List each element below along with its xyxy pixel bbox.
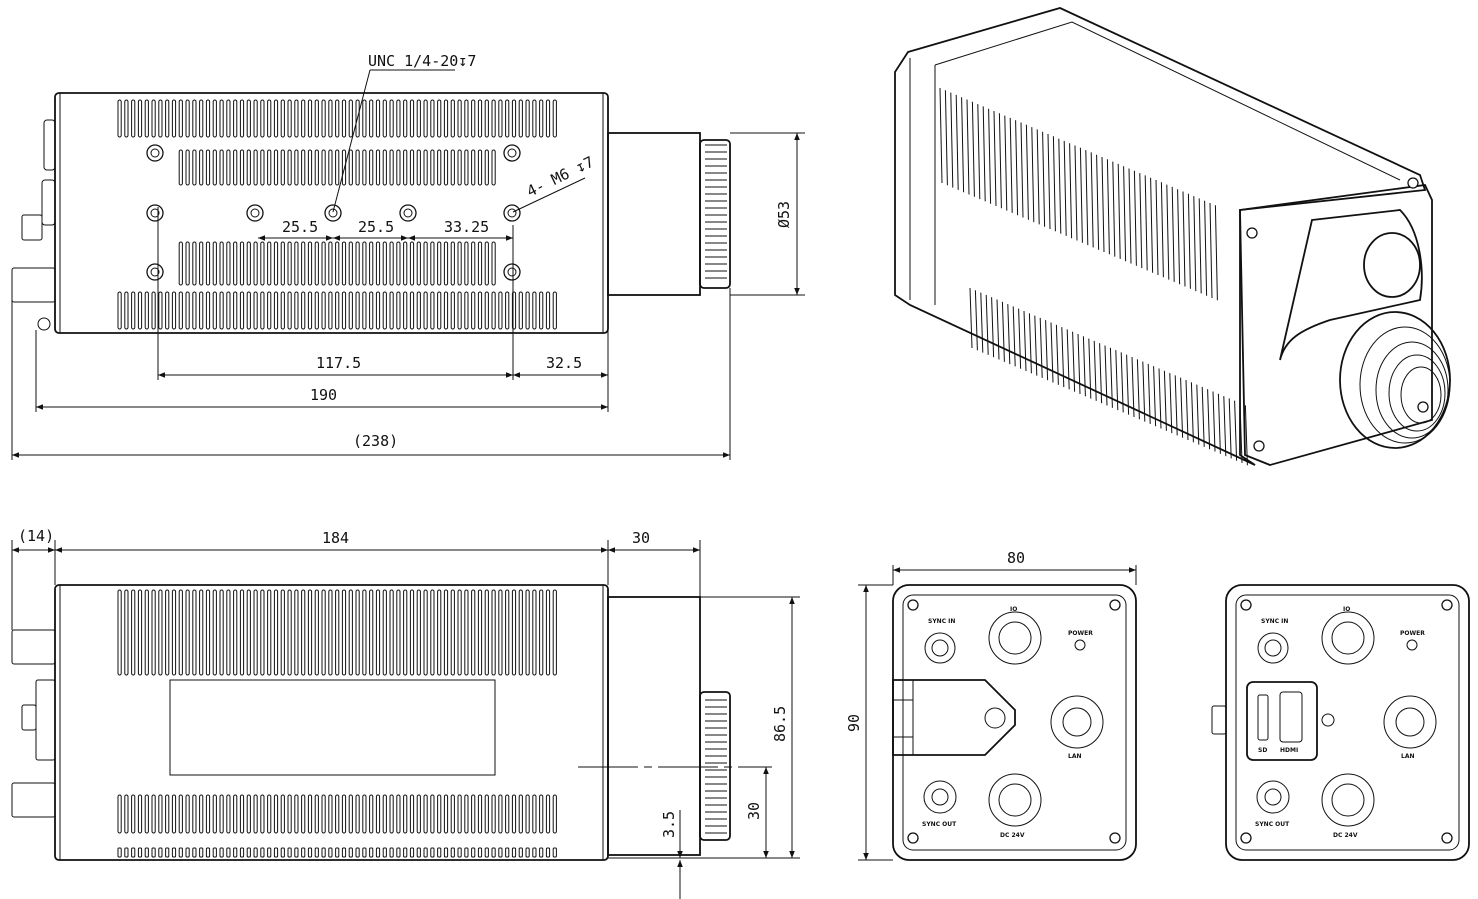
dim-117-5: 117.5 <box>316 354 361 372</box>
iso-screw-1 <box>1246 227 1258 239</box>
dim-90: 90 <box>845 714 863 732</box>
unc-thread-label: UNC 1/4-20↧7 <box>368 52 476 70</box>
lens-ring-top <box>699 139 731 289</box>
rear-b-sd-label: SD <box>1258 747 1267 754</box>
rear-b-io-port <box>1321 611 1375 665</box>
side-view: (14) 184 30 86.5 30 3.5 <box>11 527 800 899</box>
rear-b-sync-in-port <box>1257 632 1289 664</box>
iso-sensor-window <box>1363 232 1421 298</box>
iso-screw-2 <box>1407 177 1419 189</box>
iso-heat-sink-fins <box>939 87 1248 466</box>
rear-b-screw-tl <box>1240 599 1252 611</box>
iso-screw-3 <box>1253 440 1265 452</box>
rear-a-lan-label: LAN <box>1068 753 1082 760</box>
rear-a-screw-br <box>1109 832 1121 844</box>
dim-184: 184 <box>322 529 349 547</box>
rear-b-lan-label: LAN <box>1401 753 1415 760</box>
iso-screw-4 <box>1417 401 1429 413</box>
connector-left-3 <box>21 214 43 241</box>
rear-a-sync-in-port <box>924 632 956 664</box>
lens-knurl-top <box>705 144 727 279</box>
connector-left-2 <box>41 179 56 226</box>
rear-b-sd-slot <box>1257 694 1269 741</box>
heat-sink-fins-side <box>117 589 557 858</box>
rear-b-screw-bl <box>1240 832 1252 844</box>
rear-a-sync-in-label: SYNC IN <box>928 618 955 625</box>
rear-b-knob <box>1211 705 1227 735</box>
rear-b-lan-port <box>1383 695 1437 749</box>
rear-a-io-label: IO <box>1010 606 1017 613</box>
dim-3-5: 3.5 <box>660 811 678 838</box>
dim-30-side: 30 <box>745 802 763 820</box>
isometric-view <box>894 7 1451 466</box>
rear-a-screw-tr <box>1109 599 1121 611</box>
lens-knurl-side <box>705 699 727 834</box>
connector-left-1 <box>43 119 56 171</box>
dim-14: (14) <box>18 527 54 545</box>
rear-panel-b: SYNC IN IO POWER SD HDMI LAN SYNC OUT DC… <box>1211 584 1470 861</box>
side-bnc-2 <box>11 782 56 818</box>
iso-front-face <box>1239 184 1433 466</box>
rear-a-power-label: POWER <box>1068 630 1093 637</box>
iso-lens-outer <box>1339 311 1451 449</box>
rear-a-lan-port <box>1050 695 1104 749</box>
heat-sink-fins-top <box>117 99 557 330</box>
rear-panel-a: SYNC IN IO POWER LAN SYNC OUT DC 24V 80 … <box>845 549 1137 861</box>
rear-a-screw-tl <box>907 599 919 611</box>
side-label-area <box>169 679 496 776</box>
dim-25-5-a: 25.5 <box>282 218 318 236</box>
rear-b-sync-out-label: SYNC OUT <box>1255 821 1290 828</box>
rear-b-screw-br <box>1441 832 1453 844</box>
rear-a-power-led <box>1074 639 1086 651</box>
iso-front-boss <box>1279 209 1423 361</box>
connector-left-screw <box>37 317 51 331</box>
rear-a-sd-cover <box>892 679 1016 756</box>
dim-25-5-b: 25.5 <box>358 218 394 236</box>
dim-238: (238) <box>353 432 398 450</box>
rear-b-dc-label: DC 24V <box>1333 832 1358 839</box>
side-bnc-1 <box>11 629 56 665</box>
side-connector <box>35 679 56 761</box>
rear-b-io-label: IO <box>1343 606 1350 613</box>
rear-b-sync-in-label: SYNC IN <box>1261 618 1288 625</box>
rear-b-dc-port <box>1321 773 1375 827</box>
rear-b-power-label: POWER <box>1400 630 1425 637</box>
rear-a-sync-out-label: SYNC OUT <box>922 821 957 828</box>
rear-a-sync-out-port <box>923 780 957 814</box>
rear-b-outline <box>1225 584 1470 861</box>
rear-b-power-led <box>1406 639 1418 651</box>
iso-body-outline <box>894 7 1427 466</box>
rear-b-sync-out-port <box>1256 780 1290 814</box>
dim-dia-53: Ø53 <box>775 201 793 228</box>
lens-housing-top <box>607 132 701 296</box>
rear-b-hdmi-label: HDMI <box>1280 747 1298 754</box>
lens-ring-side <box>699 691 731 841</box>
dim-32-5: 32.5 <box>546 354 582 372</box>
connector-left-4 <box>11 267 56 303</box>
dim-33-25: 33.25 <box>444 218 489 236</box>
rear-b-screw-tr <box>1441 599 1453 611</box>
dim-86-5: 86.5 <box>771 706 789 742</box>
top-view: UNC 1/4-20↧7 4- M6 ↧7 25.5 25.5 33.25 11… <box>11 52 805 460</box>
rear-a-dc-label: DC 24V <box>1000 832 1025 839</box>
dim-190: 190 <box>310 386 337 404</box>
dim-80: 80 <box>1007 549 1025 567</box>
rear-a-screw-bl <box>907 832 919 844</box>
m6-thread-label: 4- M6 ↧7 <box>524 153 597 201</box>
rear-a-dc-port <box>988 773 1042 827</box>
mounting-holes <box>146 144 521 281</box>
rear-a-io-port <box>988 611 1042 665</box>
dim-30-top: 30 <box>632 529 650 547</box>
rear-b-hdmi-port <box>1279 691 1303 743</box>
lens-housing-side <box>607 596 701 856</box>
rear-b-sd-hdmi-bay <box>1246 681 1318 761</box>
